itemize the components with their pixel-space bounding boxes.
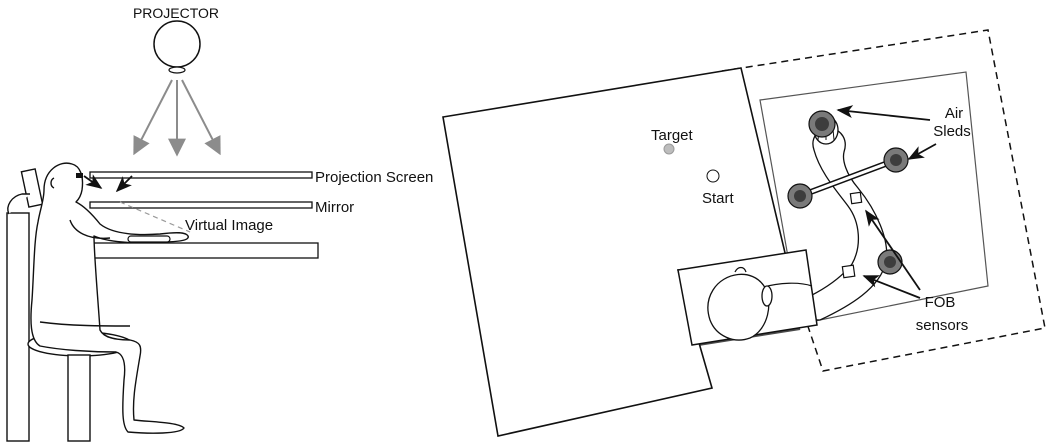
fob-sensors-arrows	[862, 209, 921, 299]
projector-lens	[168, 66, 186, 74]
air-sleds-arrows	[836, 105, 937, 160]
work-table	[88, 242, 319, 259]
air-sled-bar-inner	[799, 158, 897, 198]
chair-post	[67, 354, 91, 442]
air-sleds-label-line1: Air	[945, 105, 963, 122]
air-sled-left	[787, 183, 813, 209]
projector-body	[153, 20, 201, 68]
fob-sensors-label-line1: FOB	[925, 294, 956, 311]
table-surface-outline	[759, 71, 989, 325]
projection-ray-right	[181, 79, 221, 156]
fob-sensors-label-line2: sensors	[916, 317, 969, 334]
start-marker	[706, 169, 720, 183]
nose	[734, 266, 747, 273]
seated-person	[30, 162, 189, 434]
left-panel-setup: PROJECTOR Projection Screen Mirror Virtu…	[6, 5, 433, 442]
hand-on-table	[127, 235, 171, 243]
mirror	[89, 201, 313, 209]
air-sled-assembly	[787, 110, 909, 275]
projection-screen	[89, 171, 313, 179]
ear-right	[761, 285, 773, 307]
air-sled-hand	[808, 110, 836, 138]
target-label: Target	[651, 127, 694, 144]
air-sleds-label-line2: Sleds	[933, 123, 971, 140]
fob-sensor-upper-arm	[841, 264, 856, 279]
person-goggles	[76, 173, 83, 178]
person-body	[30, 162, 189, 434]
air-sled-elbow	[877, 249, 903, 275]
person-thigh-line	[39, 321, 131, 327]
projection-rays	[133, 79, 221, 157]
projector-label: PROJECTOR	[133, 5, 219, 21]
start-label: Start	[702, 190, 735, 207]
line-of-sight	[83, 174, 191, 233]
right-panel-top-view: Target Start Air Sleds FOB sensors	[442, 29, 1046, 437]
projector	[153, 20, 201, 74]
air-sled-right	[883, 147, 909, 173]
head-outline	[707, 273, 770, 341]
projection-ray-left	[133, 79, 173, 156]
virtual-image-label: Virtual Image	[185, 217, 273, 234]
virtual-display-panel	[442, 67, 787, 437]
person-arm	[69, 219, 111, 239]
chair-headrest-bracket	[7, 193, 30, 215]
fob-sensor-forearm	[849, 191, 863, 205]
mirror-label: Mirror	[315, 199, 354, 216]
head-top-view	[707, 266, 773, 341]
projection-screen-label: Projection Screen	[315, 169, 433, 186]
person-ear	[50, 177, 55, 189]
target-marker	[663, 143, 675, 155]
chair-back	[6, 212, 30, 442]
chair-headrest	[20, 168, 44, 208]
